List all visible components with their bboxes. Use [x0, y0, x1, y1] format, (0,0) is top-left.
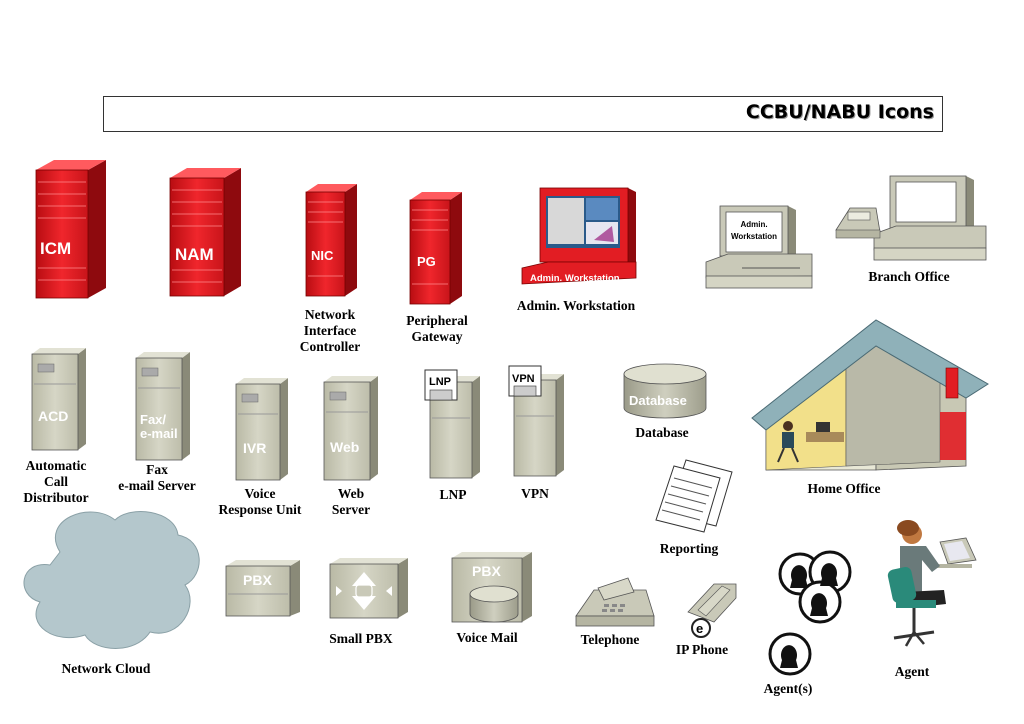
voice-mail-label: Voice Mail [456, 630, 518, 645]
page-title: CCBU/NABU Icons [745, 101, 934, 123]
fax-email-server-icon: Fax/ e-mail [135, 352, 190, 461]
agent-label: Agent [894, 664, 930, 679]
pg-label: Peripheral Gateway [406, 313, 468, 344]
admin-workstation-red-icon: Admin. Workstation [521, 187, 637, 285]
admin-workstation-screen-line1: Admin. [740, 220, 767, 229]
acd-badge: ACD [38, 408, 68, 424]
vpn-badge: VPN [512, 373, 535, 385]
nic-badge: NIC [311, 248, 334, 263]
database-badge: Database [629, 393, 687, 408]
acd-label: Automatic Call Distributor [23, 458, 89, 505]
pg-badge: PG [417, 254, 436, 269]
voice-mail-icon: PBX [451, 552, 532, 623]
ivr-icon: IVR [235, 378, 288, 481]
home-office-label: Home Office [807, 481, 881, 496]
admin-workstation-gray-icon: Admin. Workstation [705, 205, 813, 289]
pbx-badge: PBX [243, 572, 272, 588]
fax-badge-line1: Fax/ [140, 412, 166, 427]
lnp-badge: LNP [429, 376, 451, 388]
small-pbx-icon [329, 558, 408, 619]
agents-label: Agent(s) [763, 681, 813, 696]
lnp-label: LNP [439, 487, 467, 502]
acd-icon: ACD [31, 348, 86, 451]
admin-workstation-label: Admin. Workstation [516, 298, 636, 313]
admin-workstation-screen-line2: Workstation [731, 232, 777, 241]
telephone-icon [575, 577, 655, 627]
ip-phone-label: IP Phone [675, 642, 729, 657]
nic-server-icon: NIC [305, 184, 357, 297]
telephone-label: Telephone [580, 632, 640, 647]
voice-mail-badge: PBX [472, 563, 501, 579]
database-icon: Database [623, 363, 707, 419]
network-cloud-icon [23, 511, 200, 649]
icm-server-icon: ICM [35, 160, 106, 299]
ivr-label: Voice Response Unit [218, 486, 302, 517]
web-label: Web Server [331, 486, 371, 517]
pg-server-icon: PG [409, 192, 462, 305]
web-badge: Web [330, 439, 359, 455]
home-office-icon [751, 319, 989, 471]
nam-badge: NAM [175, 245, 214, 264]
vpn-icon: VPN [508, 365, 564, 477]
fax-label: Fax e-mail Server [118, 462, 196, 493]
nic-label: Network Interface Controller [299, 307, 361, 354]
web-server-icon: Web [323, 376, 378, 481]
reporting-label: Reporting [659, 541, 719, 556]
ip-phone-icon: e [687, 583, 737, 638]
nam-server-icon: NAM [169, 168, 241, 297]
ip-phone-badge: e [696, 621, 703, 636]
network-cloud-label: Network Cloud [61, 661, 151, 676]
vpn-label: VPN [521, 486, 549, 501]
title-box: CCBU/NABU Icons [103, 96, 943, 132]
agent-icon [887, 520, 977, 647]
lnp-icon: LNP [424, 369, 480, 479]
branch-office-label: Branch Office [868, 269, 950, 284]
admin-workstation-badge: Admin. Workstation [530, 273, 620, 284]
pbx-icon: PBX [225, 560, 300, 617]
reporting-icon [655, 459, 733, 533]
small-pbx-label: Small PBX [329, 631, 393, 646]
branch-office-icon [835, 175, 987, 261]
fax-badge-line2: e-mail [140, 426, 178, 441]
agents-icon [768, 550, 852, 676]
ivr-badge: IVR [243, 440, 266, 456]
icm-badge: ICM [40, 239, 71, 258]
database-label: Database [635, 425, 689, 440]
